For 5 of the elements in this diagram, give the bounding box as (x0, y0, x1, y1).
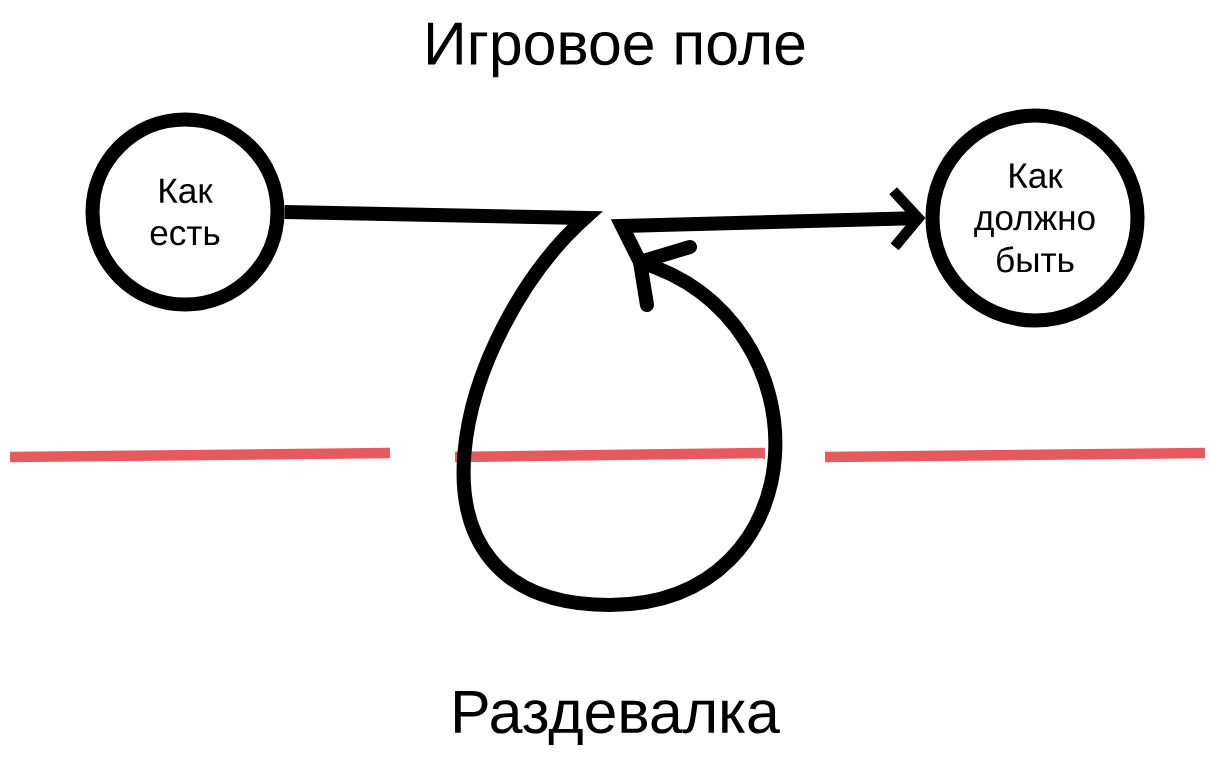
circle-node: Как есть (85, 112, 285, 312)
zone-label: Игровое поле (428, 22, 805, 78)
circle-node: Как должно быть (925, 108, 1145, 328)
zone-label: Раздевалка (455, 691, 780, 745)
loop-arrow (284, 187, 926, 613)
